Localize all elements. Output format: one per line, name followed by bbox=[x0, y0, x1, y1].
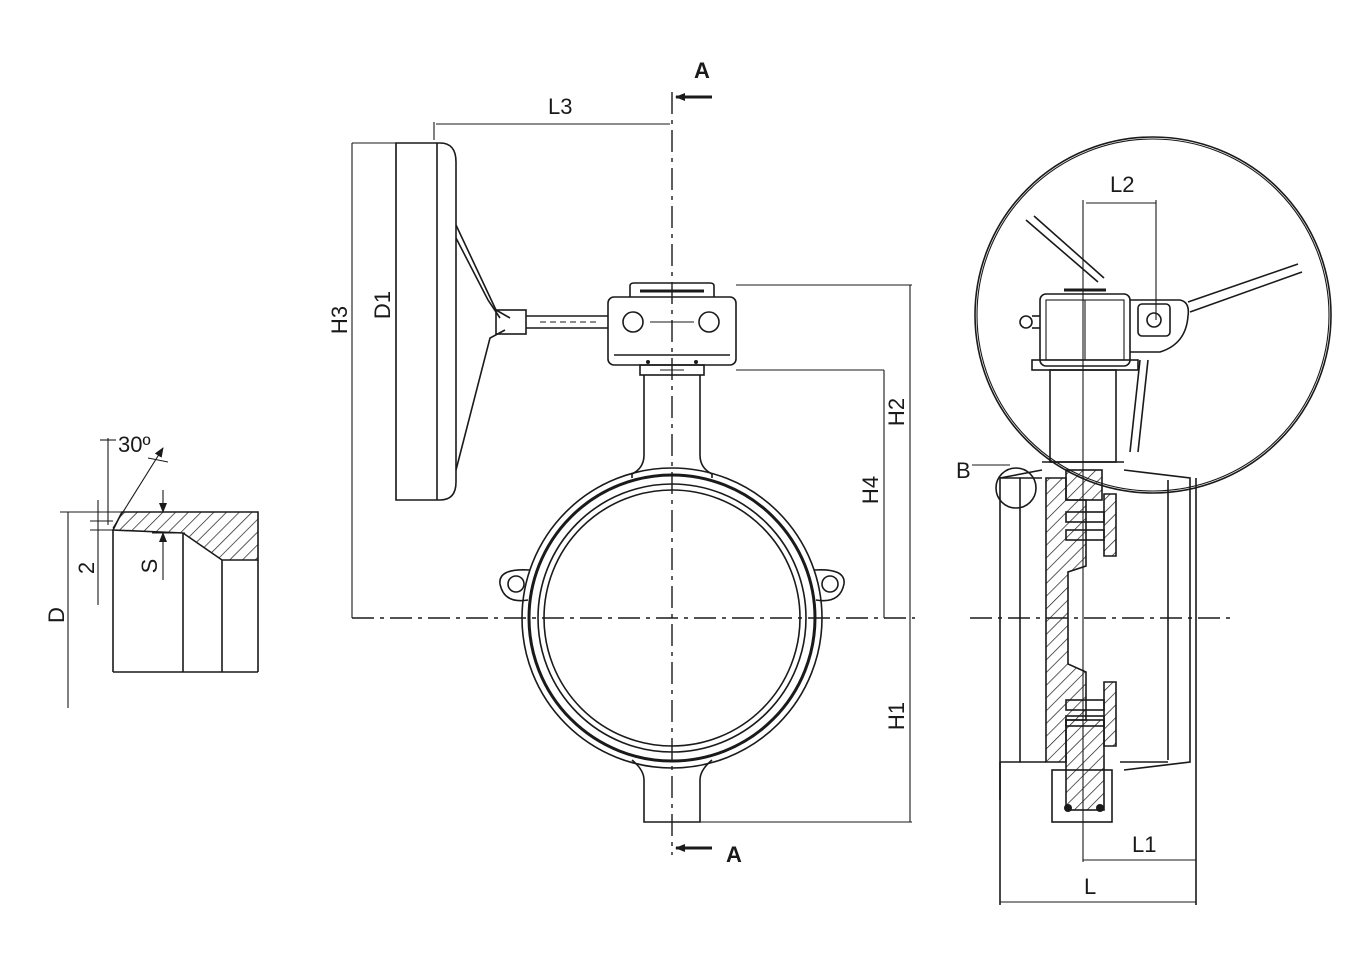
dim-L1-label: L1 bbox=[1132, 832, 1156, 857]
dim-D1-label: D1 bbox=[370, 291, 395, 319]
dim-L3-label: L3 bbox=[548, 94, 572, 119]
dim-D-label: D bbox=[44, 607, 69, 623]
pipe-end-detail: 30º D 2 S bbox=[44, 432, 259, 708]
handwheel-front bbox=[974, 136, 1332, 494]
angle-label: 30º bbox=[118, 432, 151, 457]
dim-H4-label: H4 bbox=[858, 476, 883, 504]
gearbox-section bbox=[1019, 288, 1190, 371]
valve-body-ring bbox=[499, 467, 845, 769]
dim-S-label: S bbox=[137, 559, 162, 574]
detail-B-circle bbox=[995, 467, 1037, 509]
gearbox-front bbox=[607, 282, 737, 376]
front-view: A A L3 H3 D1 H2 H4 H1 bbox=[327, 58, 915, 867]
dim-H1-label: H1 bbox=[884, 702, 909, 730]
detail-B-label: B bbox=[956, 458, 971, 483]
dim-H2-label: H2 bbox=[884, 398, 909, 426]
section-A-top: A bbox=[694, 58, 710, 83]
pipe-wall-section bbox=[111, 511, 259, 561]
dim-L2-label: L2 bbox=[1110, 172, 1134, 197]
dim-2-label: 2 bbox=[74, 562, 99, 574]
handwheel-side bbox=[351, 142, 608, 618]
section-view: B L2 L1 L bbox=[956, 136, 1332, 905]
dim-L-label: L bbox=[1084, 874, 1096, 899]
section-A-bottom: A bbox=[726, 842, 742, 867]
dim-H3-label: H3 bbox=[327, 306, 352, 334]
